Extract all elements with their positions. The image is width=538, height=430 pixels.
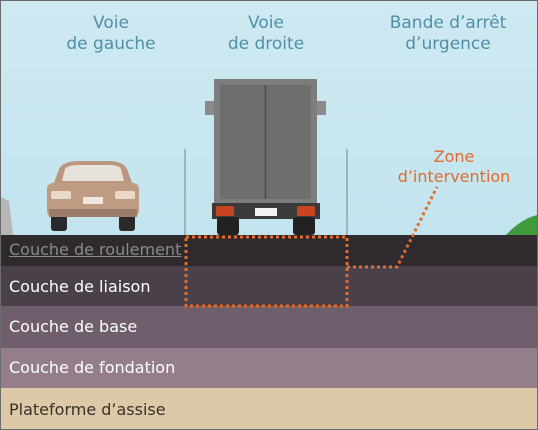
- layer-label-foundation: Couche de fondation: [9, 358, 176, 377]
- layer-label-binder: Couche de liaison: [9, 277, 151, 296]
- layer-base-course: Couche de base: [1, 306, 537, 348]
- lane-divider-post: [346, 149, 348, 235]
- lane-label-shoulder: Bande d’arrêt d’urgence: [389, 13, 507, 54]
- layer-subgrade: Plateforme d’assise: [1, 388, 537, 429]
- car-icon: [47, 161, 139, 231]
- layer-label-surface: Couche de roulement: [9, 240, 182, 259]
- zone-outline-box: [184, 235, 349, 308]
- truck-icon: [205, 79, 326, 235]
- guardrail-left: [1, 197, 13, 235]
- lane-label-left: Voie de gauche: [66, 13, 156, 54]
- layer-surface-course: Couche de roulement: [1, 235, 537, 266]
- lane-label-right: Voie de droite: [227, 13, 305, 54]
- grass-right: [506, 215, 537, 235]
- layer-label-subgrade: Plateforme d’assise: [9, 400, 166, 419]
- zone-leader-line: [347, 186, 439, 269]
- lane-divider-post: [184, 149, 186, 235]
- layer-binder-course: Couche de liaison: [1, 266, 537, 306]
- layer-label-base: Couche de base: [9, 317, 138, 336]
- road-scene-illustration: [1, 79, 537, 235]
- zone-intervention-label: Zone d’intervention: [397, 147, 511, 186]
- layer-foundation-course: Couche de fondation: [1, 348, 537, 388]
